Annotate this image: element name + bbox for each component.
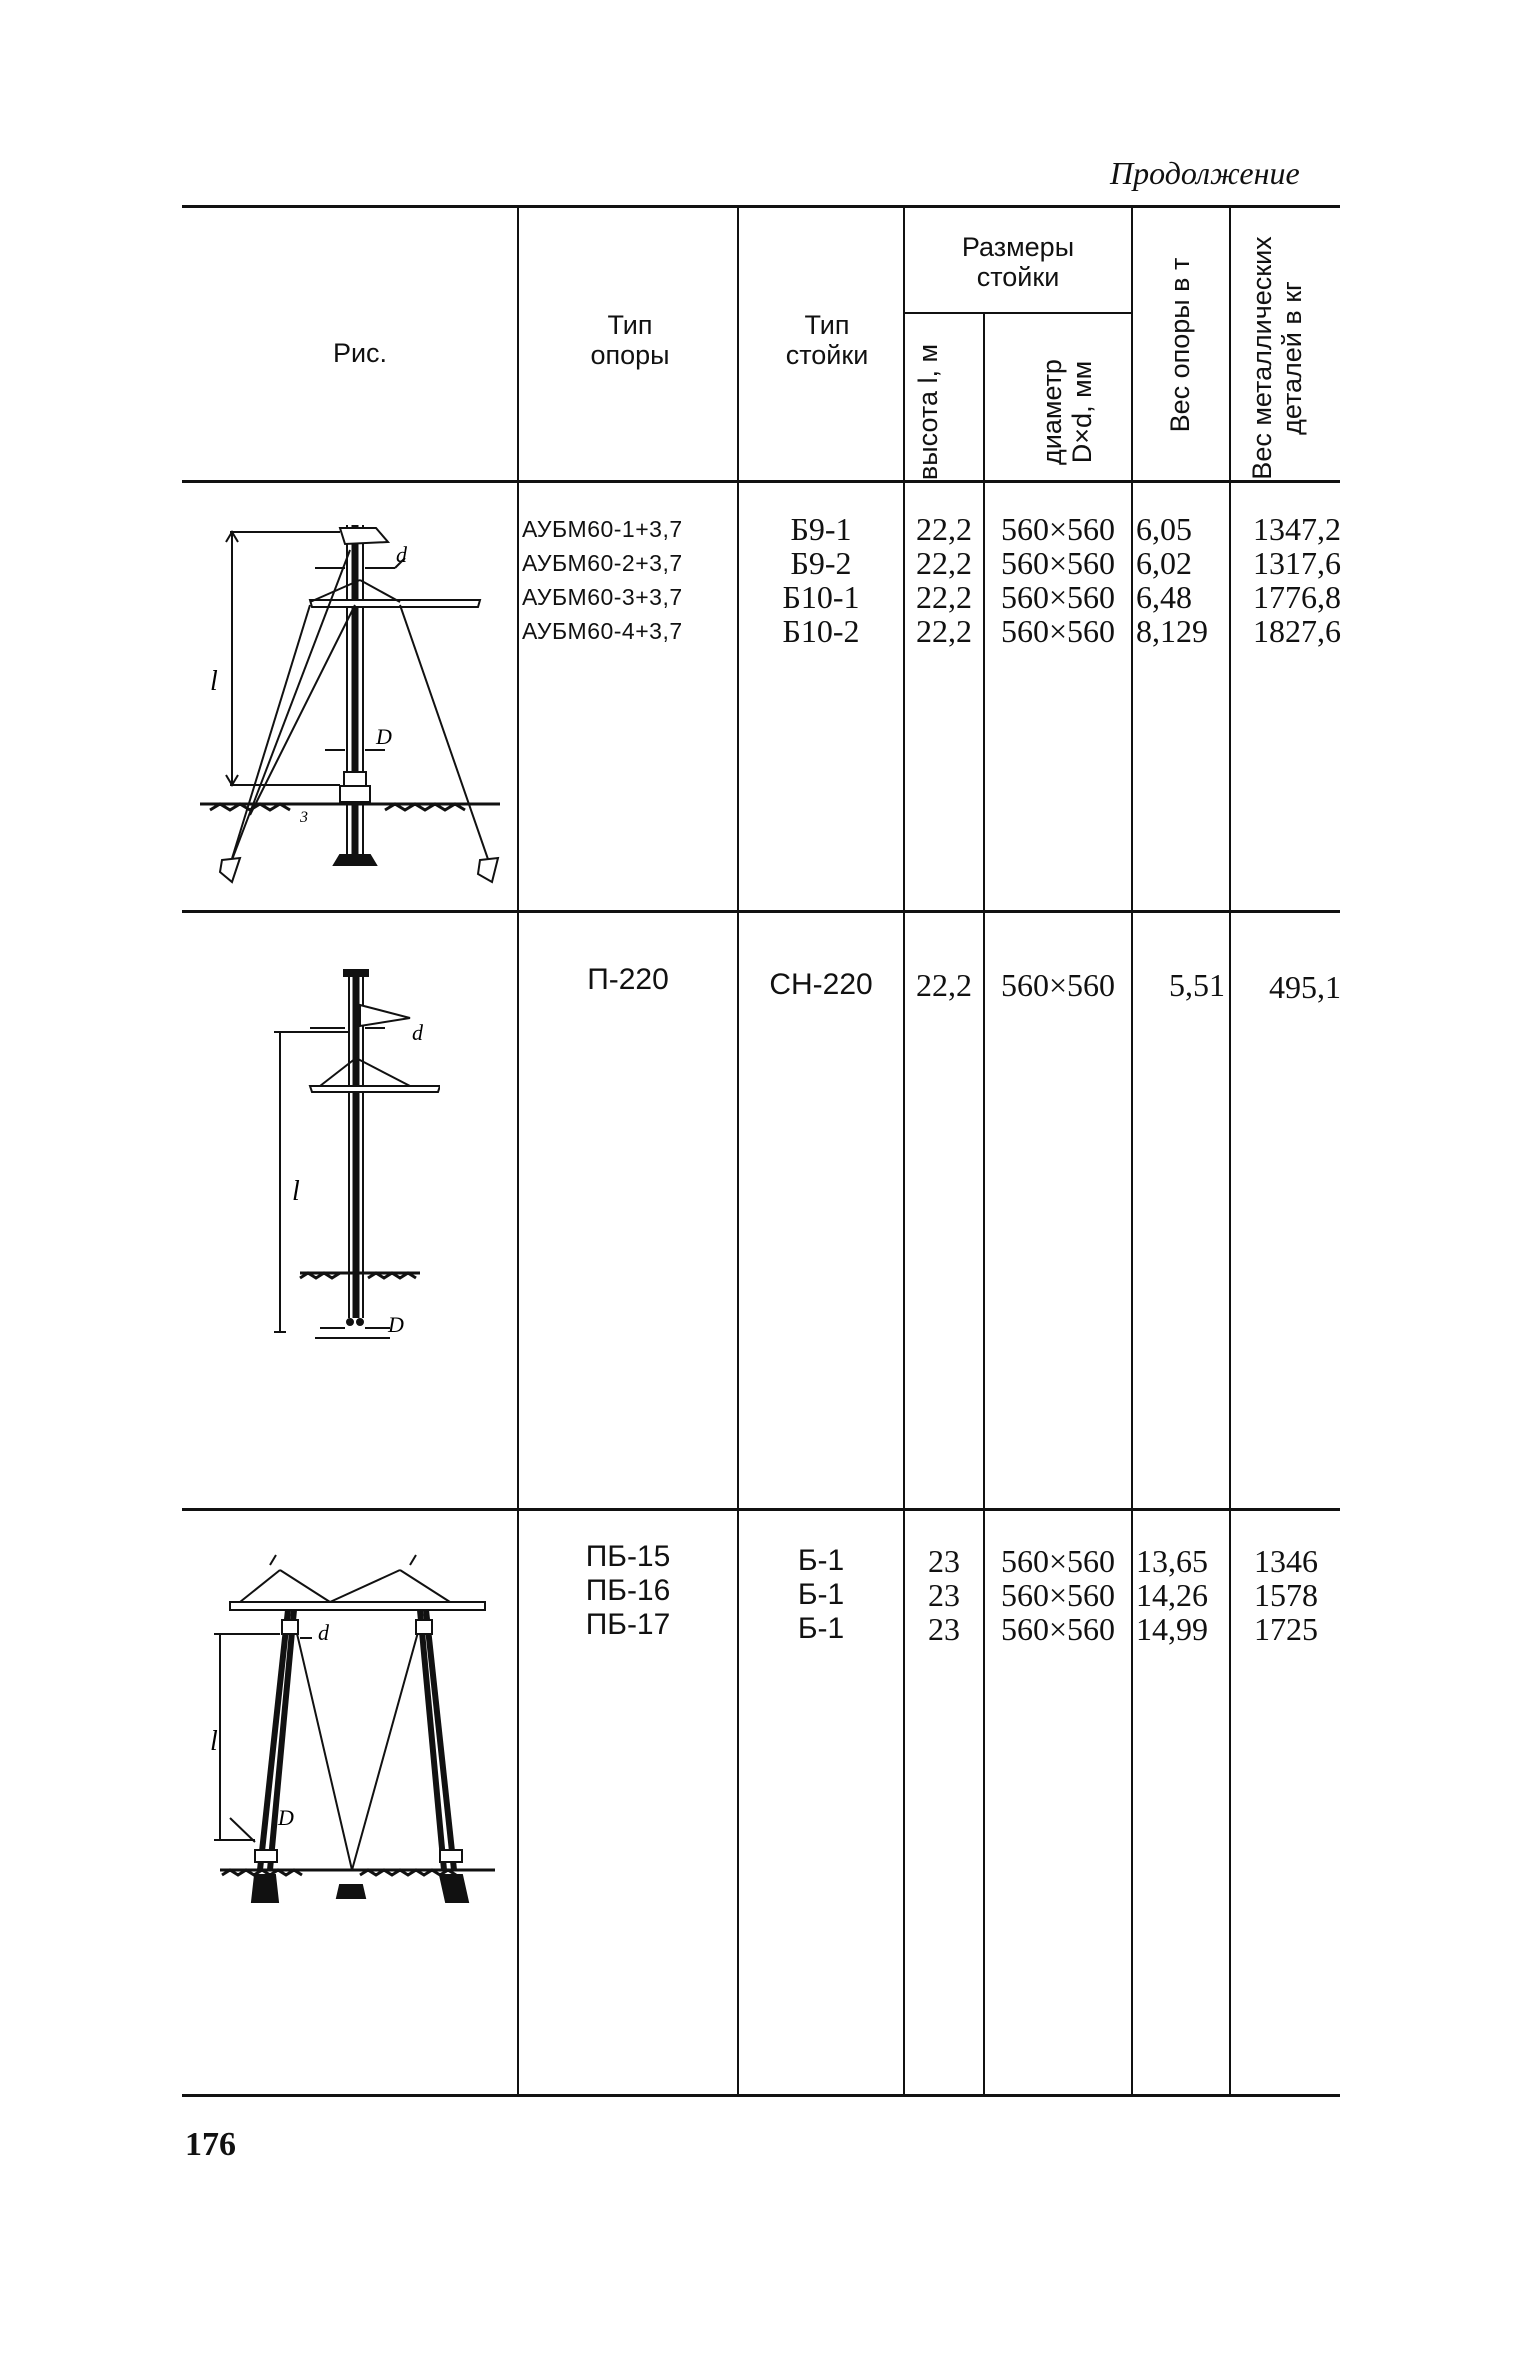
- row2-height-1: 22,2: [916, 967, 972, 1003]
- row1-type-4: АУБМ60-4+3,7: [522, 618, 683, 644]
- table-bottom-rule: [182, 2094, 1340, 2097]
- header-fig: Рис.: [332, 338, 388, 368]
- page-number: 176: [185, 2126, 236, 2163]
- row1-metal-1: 1347,2: [1253, 511, 1341, 547]
- row1-metal-3: 1776,8: [1253, 579, 1341, 615]
- row1-diam-1: 560×560: [1000, 511, 1116, 547]
- row1-bottom-rule: [182, 910, 1340, 913]
- row3-diam-3: 560×560: [1000, 1611, 1116, 1647]
- row1-diam-2: 560×560: [1000, 545, 1116, 581]
- figure-pb-support: d D l: [210, 1554, 495, 1903]
- header-bottom-rule: [182, 480, 1340, 483]
- fig2-label-D: D: [387, 1312, 404, 1337]
- row3-post-1: Б-1: [797, 1544, 845, 1577]
- row1-post-2: Б9-2: [790, 545, 852, 581]
- row2-bottom-rule: [182, 1508, 1340, 1511]
- row3-height-2: 23: [928, 1577, 960, 1613]
- header-diameter: диаметр D×d, мм: [1037, 359, 1097, 465]
- col-divider-2: [737, 207, 739, 2094]
- row1-weight-3: 6,48: [1136, 579, 1192, 615]
- row3-type-3: ПБ-17: [585, 1608, 671, 1641]
- row1-height-3: 22,2: [916, 579, 972, 615]
- fig3-label-d: d: [318, 1620, 330, 1645]
- fig3-label-D: D: [277, 1805, 294, 1830]
- col-divider-1: [517, 207, 519, 2094]
- row3-diam-2: 560×560: [1000, 1577, 1116, 1613]
- row1-height-1: 22,2: [916, 511, 972, 547]
- row3-diam-1: 560×560: [1000, 1543, 1116, 1579]
- row1-metal-4: 1827,6: [1253, 613, 1341, 649]
- col-divider-6: [1229, 207, 1231, 2094]
- row3-type-1: ПБ-15: [585, 1540, 671, 1573]
- fig2-label-d: d: [412, 1020, 424, 1045]
- row3-metal-2: 1578: [1254, 1577, 1318, 1613]
- header-metal-weight: Вес металлических деталей в кг: [1247, 236, 1307, 480]
- header-support-weight: Вес опоры в т: [1165, 257, 1195, 433]
- row3-post-2: Б-1: [797, 1578, 845, 1611]
- row1-post-1: Б9-1: [790, 511, 852, 547]
- figure-aubm60-support: d D l 3: [200, 525, 500, 884]
- fig1-label-D: D: [375, 724, 392, 749]
- col-divider-4: [983, 312, 985, 2094]
- row3-weight-3: 14,99: [1136, 1611, 1208, 1647]
- header-support-type: Тип опоры: [590, 310, 670, 370]
- row2-weight-1: 5,51: [1169, 967, 1225, 1003]
- fig3-label-l: l: [210, 1726, 218, 1757]
- fig1-ground-mark: 3: [299, 809, 308, 826]
- row3-type-2: ПБ-16: [585, 1574, 671, 1607]
- row1-type-3: АУБМ60-3+3,7: [522, 584, 683, 610]
- header-post-type: Тип стойки: [785, 310, 869, 370]
- col-divider-3: [903, 207, 905, 2094]
- row1-weight-4: 8,129: [1136, 613, 1208, 649]
- fig1-label-l: l: [210, 666, 218, 697]
- row1-post-3: Б10-1: [782, 579, 860, 615]
- row1-height-4: 22,2: [916, 613, 972, 649]
- row2-diam-1: 560×560: [1000, 967, 1116, 1003]
- row1-type-1: АУБМ60-1+3,7: [522, 516, 683, 542]
- row3-height-3: 23: [928, 1611, 960, 1647]
- fig2-label-l: l: [292, 1176, 300, 1207]
- row3-weight-2: 14,26: [1136, 1577, 1208, 1613]
- figure-p220-support: d D l: [274, 969, 440, 1339]
- row3-height-1: 23: [928, 1543, 960, 1579]
- row3-metal-1: 1346: [1254, 1543, 1318, 1579]
- row2-post-1: СН-220: [769, 968, 873, 1001]
- row3-weight-1: 13,65: [1136, 1543, 1208, 1579]
- row1-post-4: Б10-2: [782, 613, 860, 649]
- table-top-rule: [182, 205, 1340, 208]
- continuation-label: Продолжение: [1110, 155, 1300, 191]
- row1-weight-1: 6,05: [1136, 511, 1192, 547]
- row1-metal-2: 1317,6: [1253, 545, 1341, 581]
- row1-type-2: АУБМ60-2+3,7: [522, 550, 683, 576]
- row1-height-2: 22,2: [916, 545, 972, 581]
- header-height: высота l, м: [913, 343, 943, 481]
- col-divider-5: [1131, 207, 1133, 2094]
- row1-diam-3: 560×560: [1000, 579, 1116, 615]
- row3-post-3: Б-1: [797, 1612, 845, 1645]
- dims-subheader-rule: [903, 312, 1131, 314]
- row1-diam-4: 560×560: [1000, 613, 1116, 649]
- row3-metal-3: 1725: [1254, 1611, 1318, 1647]
- row2-metal-1: 495,1: [1269, 969, 1341, 1005]
- row1-weight-2: 6,02: [1136, 545, 1192, 581]
- row2-type-1: П-220: [587, 963, 669, 996]
- header-post-dims: Размеры стойки: [961, 232, 1075, 292]
- fig1-label-d: d: [396, 542, 408, 567]
